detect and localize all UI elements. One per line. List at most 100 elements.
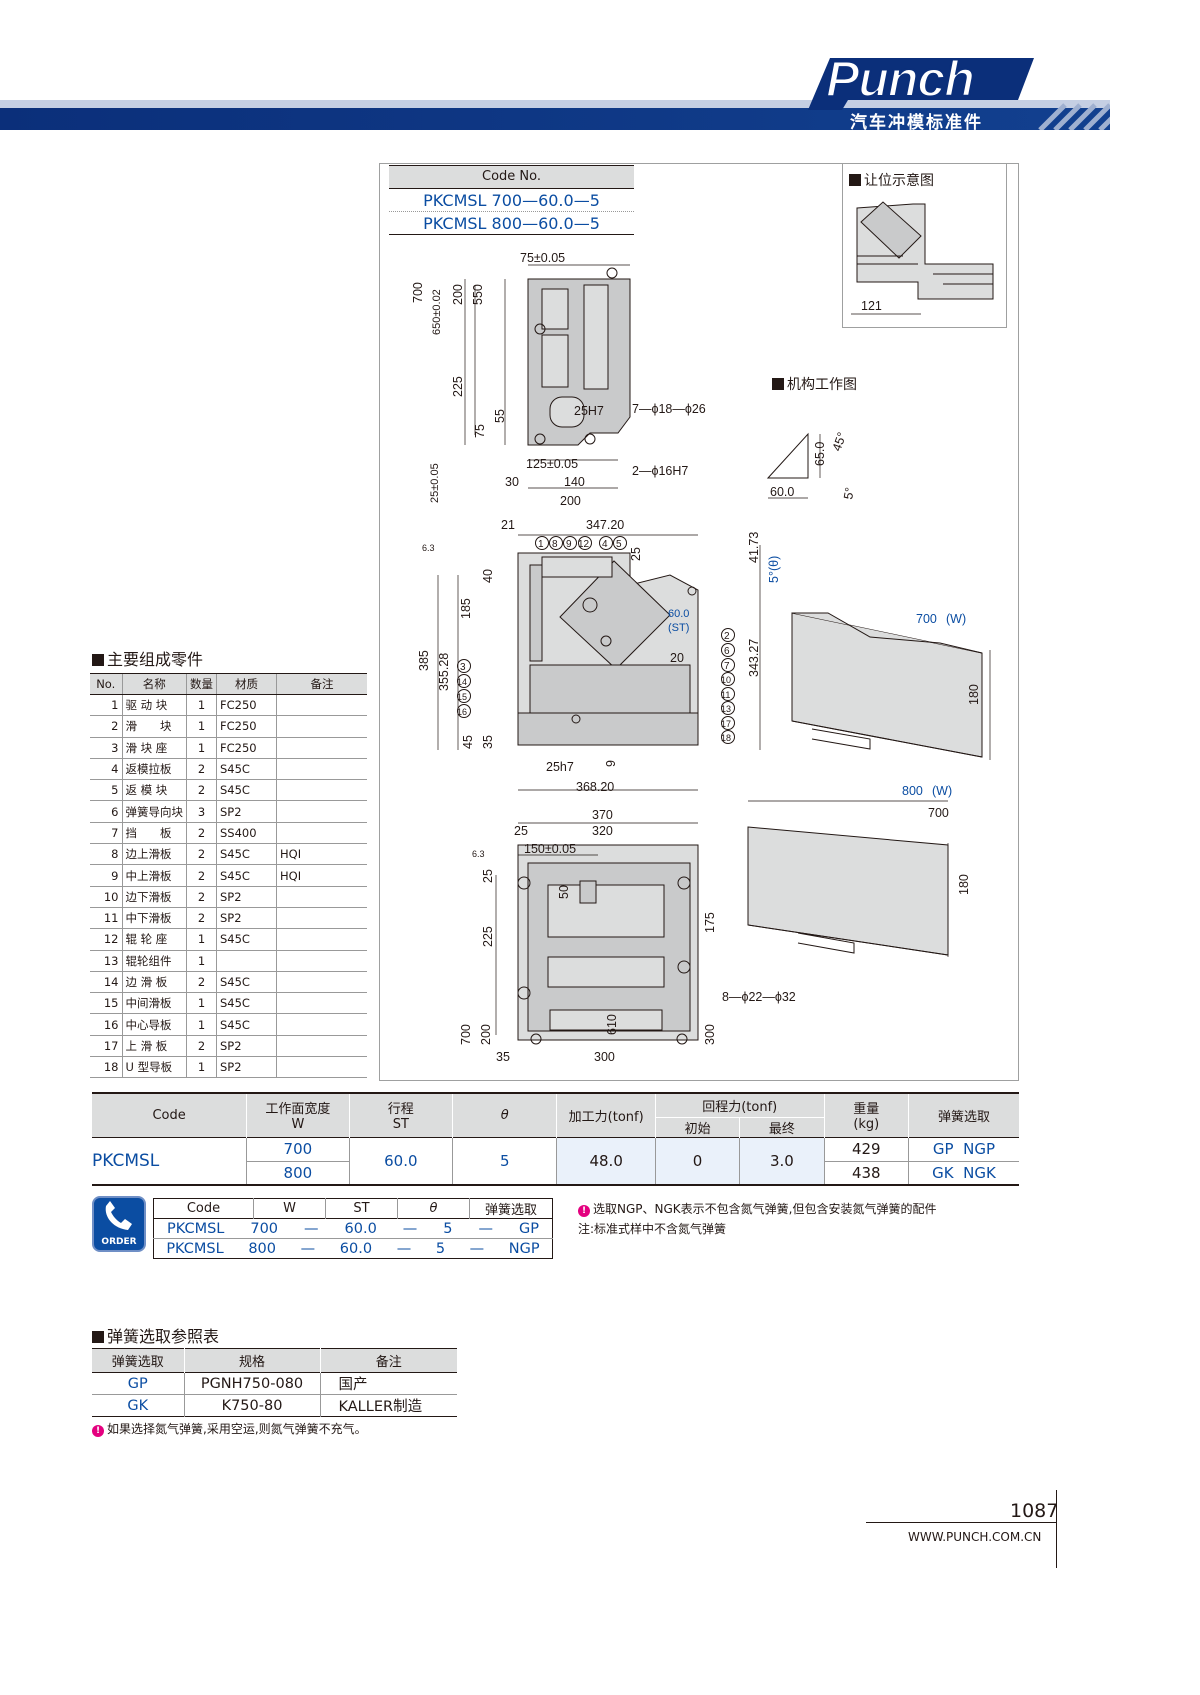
parts-heading: 主要组成零件 <box>92 646 203 670</box>
balloons-top: 1 8 9 12 4 5 <box>535 536 627 550</box>
parts-no: 12 <box>90 928 122 951</box>
footer-page-number: 1087 <box>1010 1500 1059 1522</box>
parts-qty: 2 <box>186 886 217 908</box>
dim-bot-200: 200 <box>479 1024 493 1045</box>
footer-url: WWW.PUNCH.COM.CN <box>908 1530 1042 1544</box>
dim-top-140: 140 <box>564 475 585 489</box>
code-no-header: Code No. <box>389 165 634 189</box>
svg-text:2: 2 <box>724 631 730 642</box>
parts-no: 18 <box>90 1056 122 1079</box>
order-head-w: W <box>253 1198 326 1219</box>
parts-material: SS400 <box>216 822 277 845</box>
parts-no: 10 <box>90 886 122 908</box>
parts-qty: 1 <box>186 1013 217 1036</box>
svg-text:17: 17 <box>721 719 731 729</box>
parts-remark <box>276 758 367 781</box>
mech-dim-45: 45° <box>830 430 850 453</box>
dim-mid-21: 21 <box>501 518 515 532</box>
dim-top-550: 550 <box>471 284 485 305</box>
svg-text:15: 15 <box>457 692 467 702</box>
svg-text:10: 10 <box>721 675 731 685</box>
mech-dim-height: 65.0 <box>813 442 827 466</box>
svg-text:11: 11 <box>721 690 730 700</box>
parts-material: SP2 <box>216 907 277 930</box>
dim-mid-st-label: (ST) <box>668 622 689 634</box>
brand-tagline: 汽车冲模标准件 <box>850 113 983 133</box>
dim-top-25h7: 25H7 <box>574 404 604 418</box>
dim-top-700: 700 <box>411 282 425 303</box>
spring-head-spec: 规格 <box>183 1348 320 1373</box>
spec-head-theta: θ <box>452 1093 557 1137</box>
dim-top-125: 125±0.05 <box>526 457 578 471</box>
dim-top-55: 55 <box>493 409 507 423</box>
parts-remark <box>276 1013 367 1036</box>
spec-head-return: 回程力(tonf) <box>654 1093 825 1118</box>
parts-name: 辊轮组件 <box>121 950 187 972</box>
spec-weight-800: 438 <box>823 1161 909 1185</box>
spec-theta: 5 <box>452 1137 557 1185</box>
parts-name: 滑 块 座 <box>121 737 187 759</box>
alert-icon: ! <box>578 1205 590 1217</box>
svg-text:9: 9 <box>566 539 572 550</box>
parts-remark <box>276 737 367 759</box>
dim-bot-320: 320 <box>592 824 613 838</box>
parts-material <box>216 950 277 972</box>
parts-col-qty: 数量 <box>186 673 217 695</box>
svg-text:5: 5 <box>616 539 622 550</box>
parts-qty: 2 <box>186 1035 217 1058</box>
parts-no: 7 <box>90 822 122 845</box>
note-airfreight: !如果选择氮气弹簧,采用空运,则氮气弹簧不充气。 <box>92 1420 367 1437</box>
spec-head-weight: 重量(kg) <box>823 1093 909 1137</box>
dim-bot-610: 610 <box>605 1014 619 1035</box>
mech-dim-5: 5° <box>841 486 857 500</box>
parts-name: 挡 板 <box>121 822 187 845</box>
order-head-st: ST <box>325 1198 398 1219</box>
svg-text:1: 1 <box>538 539 544 550</box>
parts-name: 边 滑 板 <box>121 971 187 994</box>
spring-row: GK K750-80 KALLER制造 <box>92 1394 457 1417</box>
spec-stroke: 60.0 <box>348 1137 453 1185</box>
parts-remark <box>276 950 367 972</box>
dim-top-holes: 7—ϕ18—ϕ26 <box>632 402 706 416</box>
order-code: PKCMSL <box>166 1220 225 1237</box>
parts-remark <box>276 715 367 738</box>
spec-code: PKCMSL <box>92 1150 160 1171</box>
parts-no: 9 <box>90 864 122 887</box>
parts-no: 4 <box>90 758 122 781</box>
dim-mid-40: 40 <box>481 569 495 583</box>
spring-table: 弹簧选取 规格 备注 GP PGNH750-080 国产 GK K750-80 … <box>92 1348 457 1417</box>
spec-spring-700: GP NGP <box>907 1137 1019 1162</box>
dim-bot-175: 175 <box>703 912 717 933</box>
parts-material: S45C <box>216 864 277 887</box>
dim-mid-angle: 5°(θ) <box>767 556 781 583</box>
alert-icon: ! <box>92 1425 104 1437</box>
parts-material: S45C <box>216 971 277 994</box>
dim-mid-343: 343.27 <box>747 639 761 677</box>
parts-header-row: No. 名称 数量 材质 备注 <box>90 673 367 695</box>
spring-row: GP PGNH750-080 国产 <box>92 1372 457 1395</box>
parts-no: 17 <box>90 1035 122 1058</box>
parts-qty: 2 <box>186 843 217 866</box>
parts-no: 2 <box>90 715 122 738</box>
parts-qty: 2 <box>186 971 217 994</box>
parts-remark <box>276 992 367 1015</box>
parts-remark <box>276 928 367 951</box>
code-no-box: Code No. PKCMSL 700—60.0—5 PKCMSL 800—60… <box>389 165 634 235</box>
parts-material: SP2 <box>216 1035 277 1058</box>
mechanism-triangle: 60.0 65.0 45° 5° <box>766 430 857 501</box>
parts-remark <box>276 822 367 845</box>
dim-mid-25: 25 <box>629 547 643 561</box>
parts-material: S45C <box>216 758 277 781</box>
parts-no: 6 <box>90 800 122 823</box>
parts-name: 中间滑板 <box>121 992 187 1015</box>
spec-width-800: 800 <box>246 1161 350 1185</box>
